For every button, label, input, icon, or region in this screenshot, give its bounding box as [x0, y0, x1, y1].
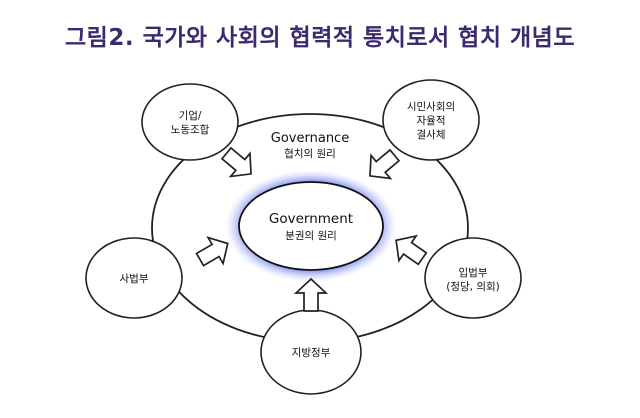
- arrow-from-judiciary: [195, 236, 229, 267]
- node-judiciary-line1: 사법부: [120, 273, 149, 285]
- arrow-from-business: [220, 146, 252, 178]
- node-local-line1: 지방정부: [292, 347, 331, 359]
- node-civil-circle: [382, 79, 480, 161]
- governance-subtitle: 협치의 원리: [284, 147, 336, 160]
- node-legislature-line1: 입법부: [459, 266, 488, 279]
- arrow-from-local-government: [293, 277, 329, 312]
- arrow-from-legislature: [395, 234, 428, 266]
- node-civil-line1: 시민사회의: [407, 101, 455, 113]
- node-business-line1: 기업/: [179, 109, 202, 122]
- government-circle: [238, 181, 384, 271]
- node-civil-line3: 결사체: [417, 129, 446, 141]
- node-local-government: 지방정부: [260, 309, 362, 395]
- node-civil-society: 시민사회의 자율적 결사체: [382, 79, 480, 161]
- government-title: Government: [269, 211, 353, 227]
- node-business: 기업/ 노동조합: [141, 83, 239, 161]
- node-civil-line2: 자율적: [417, 115, 446, 127]
- governance-title: Governance: [271, 131, 349, 146]
- node-judiciary: 사법부: [85, 237, 183, 319]
- government-subtitle: 분권의 원리: [285, 230, 337, 242]
- node-legislature: 입법부 (정당, 의회): [424, 237, 522, 319]
- arrow-from-civil-society: [369, 148, 401, 180]
- figure-title: 그림2. 국가와 사회의 협력적 통치로서 협치 개념도: [65, 25, 575, 51]
- node-judiciary-circle: [85, 237, 183, 319]
- node-business-line2: 노동조합: [171, 124, 210, 136]
- node-legislature-line2: (정당, 의회): [446, 281, 500, 293]
- node-legislature-circle: [424, 237, 522, 319]
- node-business-circle: [141, 83, 239, 161]
